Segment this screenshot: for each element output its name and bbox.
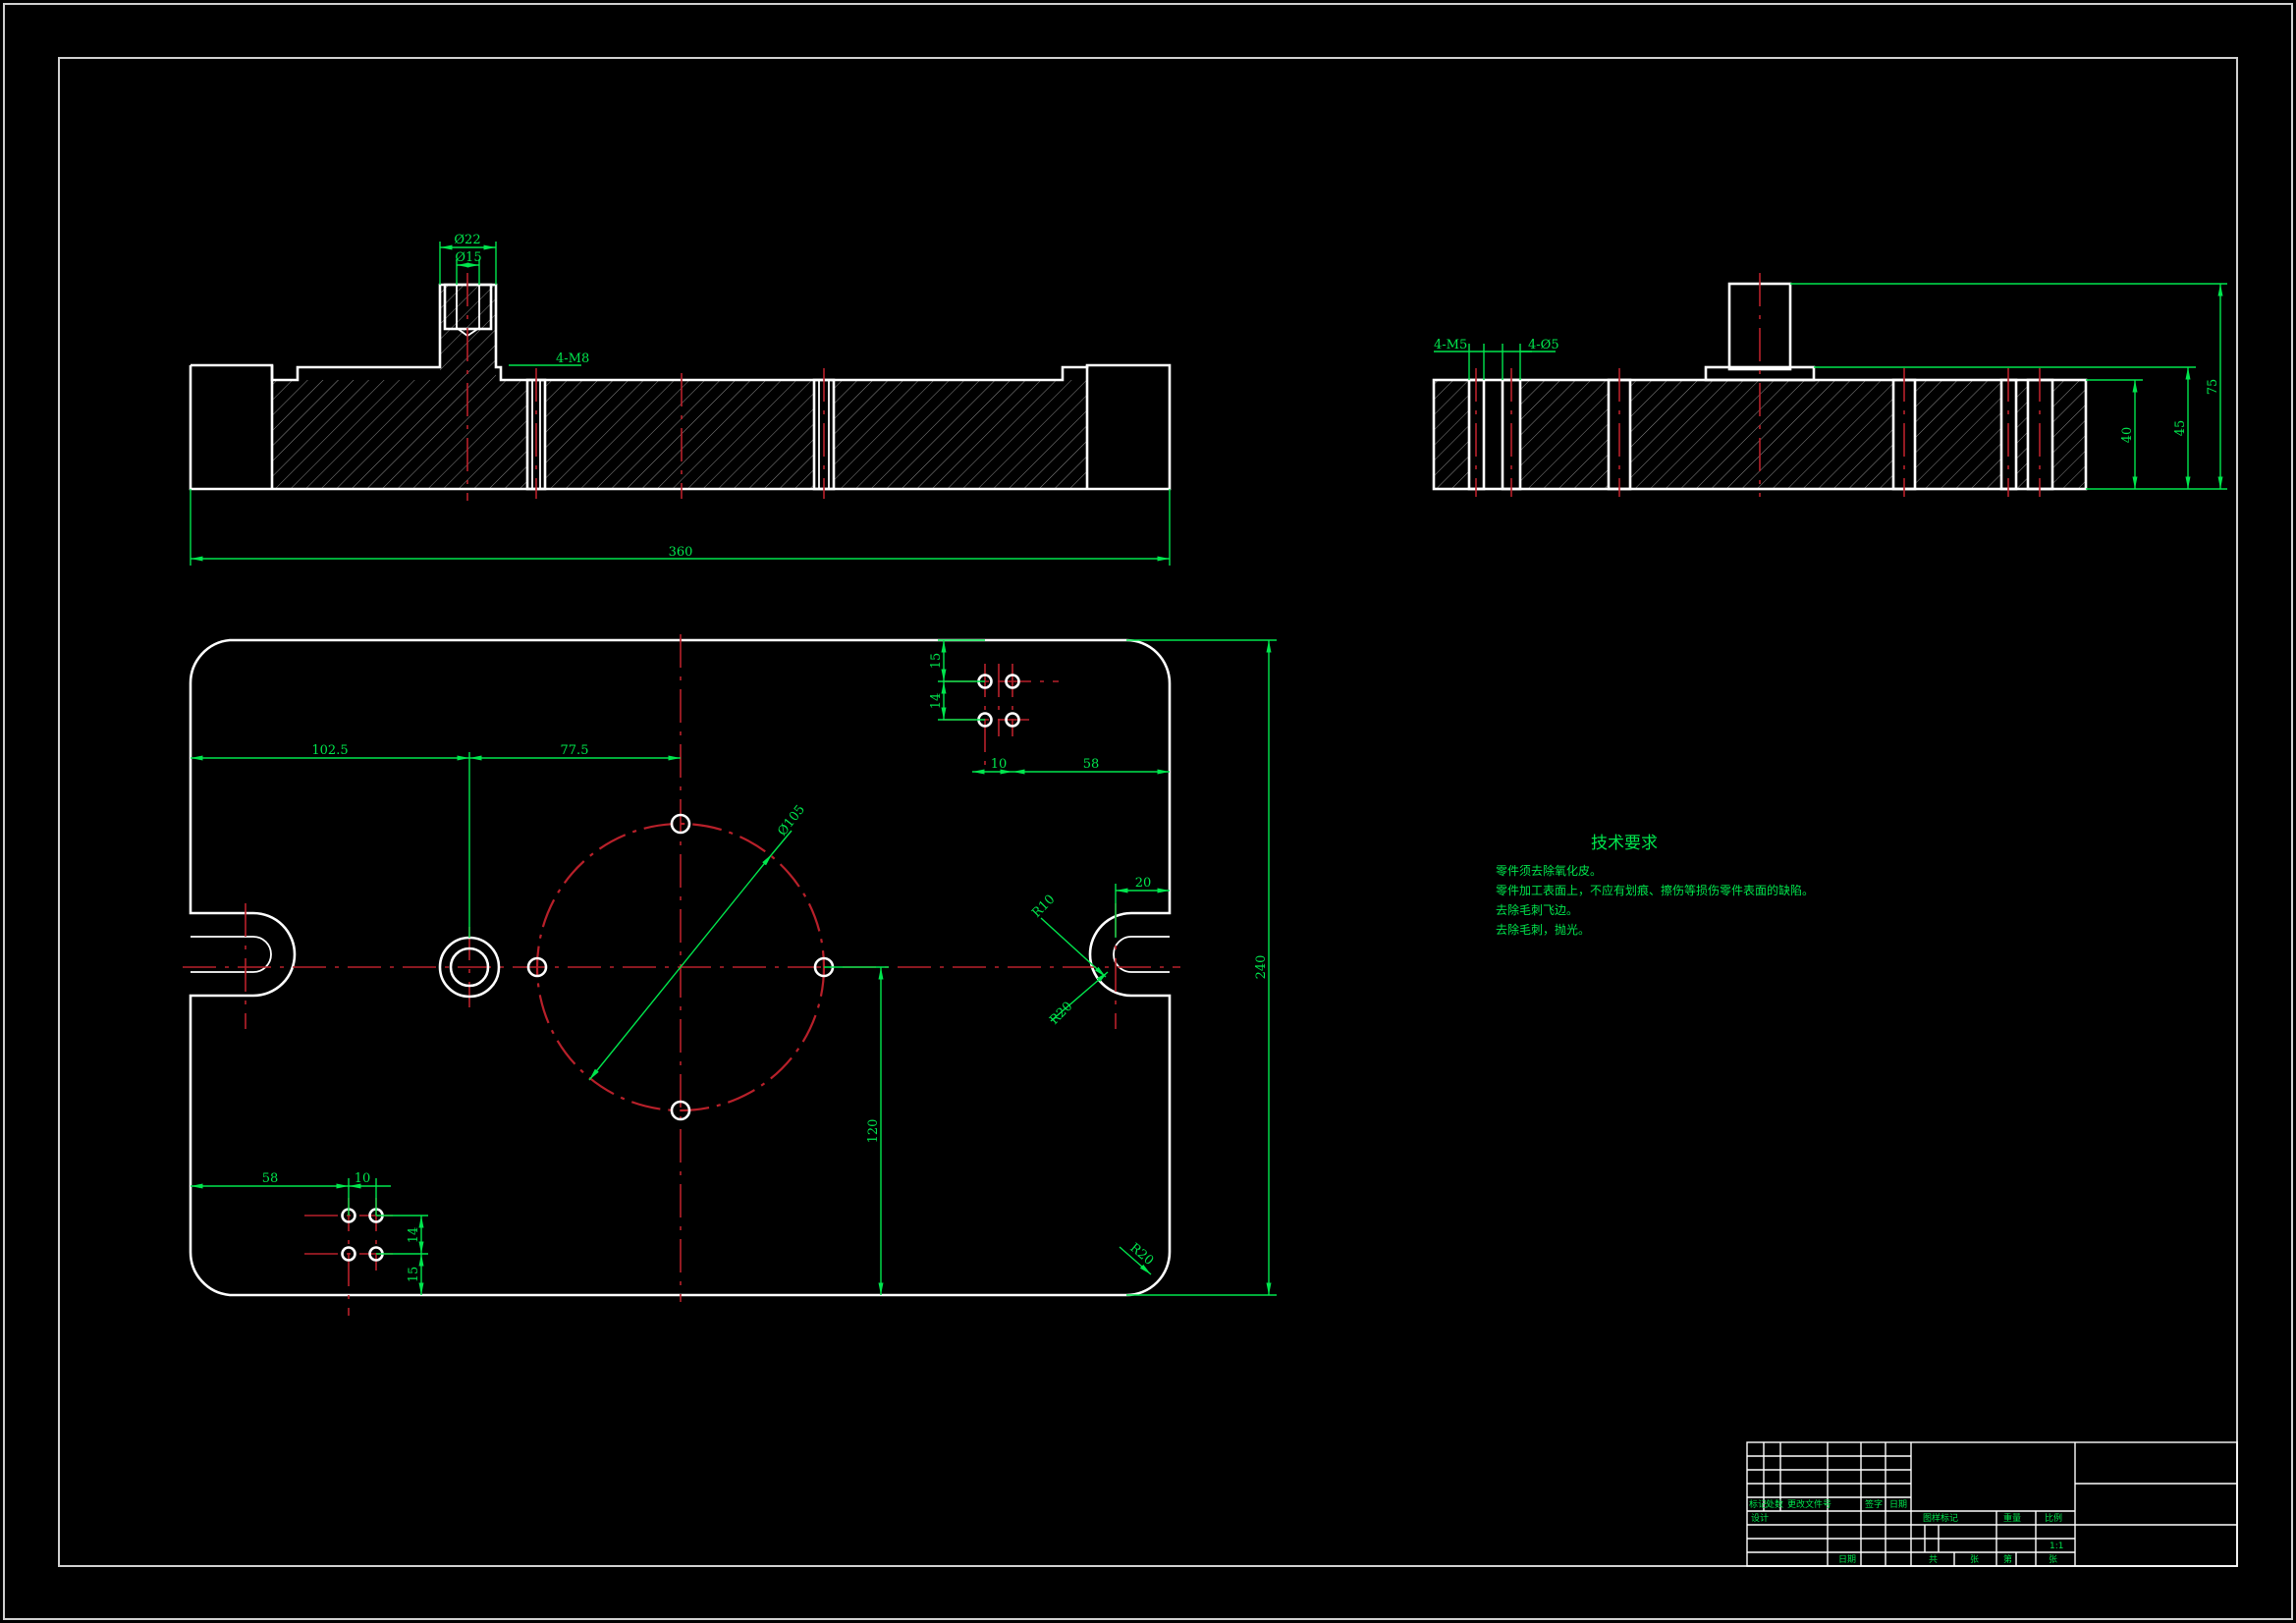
dim-pcd: Ø105 [775,802,808,839]
hatch-zone [1915,380,2001,489]
dim-20: 20 [1135,876,1152,891]
dim-line [1040,917,1107,978]
dim-r10: R10 [1029,893,1058,921]
hatch-zone [272,380,527,489]
dim-10-top: 10 [991,757,1008,772]
plan-view: 102.5 77.5 Ø105 15 14 10 58 20 R10 R20 2… [183,634,1277,1316]
hatch-zone [2052,380,2086,489]
dim-14-bot: 14 [407,1227,421,1244]
hatch-zone [545,380,814,489]
dim-r20-corner: R20 [1126,1241,1156,1269]
dim-side-45: 45 [2173,420,2188,437]
hatch-zone [1434,380,1469,489]
dim-tapped-holes-side: 4-M5 [1434,338,1467,352]
dim-58-top: 58 [1083,757,1100,772]
tb-scale: 比例 [2045,1512,2062,1524]
small-hole [1005,712,1020,728]
hatch-zone [834,380,1087,489]
tb-sheet-no: 第 [2003,1553,2012,1565]
dim-line [588,853,773,1081]
boss-inner-circle [449,947,490,988]
tech-req-line: 去除毛刺，抛光。 [1496,922,1590,937]
tb-stage-mark: 图样标记 [1923,1512,1958,1524]
pcd-hole [670,1100,691,1121]
pcd-hole [526,956,548,978]
tech-req-line: 去除毛刺飞边。 [1496,902,1578,917]
dim-through-holes: 4-Ø5 [1528,338,1559,352]
tb-header: 签字 [1865,1498,1883,1510]
hatch-zone [2016,380,2028,489]
small-hole [341,1246,356,1262]
tb-scale-value: 1:1 [2050,1542,2063,1551]
dim-14-top: 14 [929,693,944,710]
dim-15-bot: 15 [407,1267,421,1283]
small-hole [1005,674,1020,689]
dim-side-40: 40 [2120,427,2135,444]
pcd-hole [670,813,691,835]
dim-overall-length: 360 [669,545,693,560]
dim-15-top: 15 [929,653,944,670]
dim-tapped-holes: 4-M8 [556,352,589,366]
outer-frame [3,3,2293,1620]
tb-header: 标记 [1749,1498,1767,1510]
dim-240: 240 [1254,955,1269,980]
hatch-zone [1520,380,1609,489]
dim-line [1119,1246,1152,1275]
tb-sheet-label: 张 [1970,1554,1979,1565]
dim-bore-outer: Ø22 [454,233,480,247]
title-block: 标记 处数 更改文件号 签字 日期 设计 日期 图样标记 重量 比例 1:1 共… [1746,1441,2238,1567]
tb-header: 更改文件号 [1787,1498,1831,1510]
dim-line [1050,971,1109,1022]
side-boss-base [1704,365,1816,382]
dim-side-75: 75 [2206,379,2220,396]
tech-req-line: 零件须去除氧化皮。 [1496,863,1602,878]
inner-frame [58,57,2238,1567]
dim-10-bot: 10 [355,1171,371,1186]
tb-design: 设计 [1751,1512,1769,1524]
dim-77-5: 77.5 [561,743,589,758]
dim-102-5: 102.5 [311,743,348,758]
right-slot-inner [1113,936,1170,973]
tech-req-line: 零件加工表面上，不应有划痕、擦伤等损伤零件表面的缺陷。 [1496,883,1814,897]
tb-weight: 重量 [2003,1512,2021,1524]
technical-requirements: 技术要求 零件须去除氧化皮。 零件加工表面上，不应有划痕、擦伤等损伤零件表面的缺… [1496,834,1814,937]
front-section-view: Ø22 Ø15 4-M8 360 [189,233,1172,566]
dim-120: 120 [866,1119,881,1144]
tech-req-title: 技术要求 [1591,834,1658,853]
tb-date: 日期 [1838,1554,1856,1565]
tb-header: 日期 [1889,1499,1907,1510]
left-slot-inner [191,936,272,973]
hatch-zone [1630,380,1893,489]
dim-58-bot: 58 [262,1171,279,1186]
title-block-border [1746,1441,2238,1567]
tb-header: 处数 [1766,1498,1783,1510]
front-outline [189,283,1172,491]
dim-bore-inner: Ø15 [455,250,481,265]
tb-sheet-total: 共 [1929,1554,1938,1565]
tb-sheet-label2: 张 [2049,1554,2057,1565]
side-section-view: 4-M5 4-Ø5 40 45 75 [1432,273,2227,497]
leader-line [771,830,793,855]
